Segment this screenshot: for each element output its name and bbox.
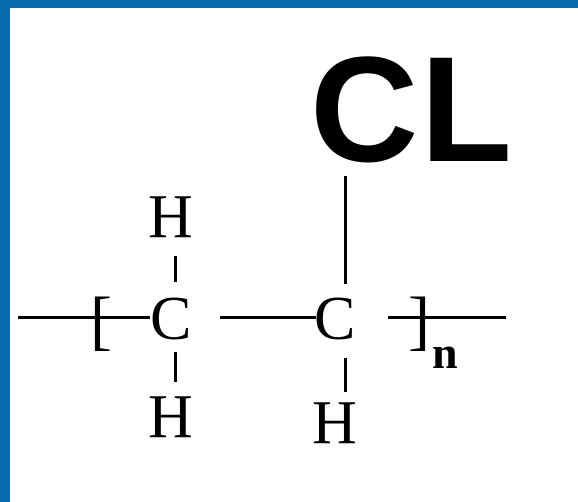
repeat-subscript-n: n xyxy=(432,327,458,378)
atom-h-c1-bottom: H xyxy=(148,383,193,451)
atom-h-c1-top: H xyxy=(148,183,193,251)
bond-c2-cl xyxy=(344,176,347,284)
diagram-canvas: CL H [ C C ] n H H xyxy=(10,8,578,502)
atom-h-c2-bottom: H xyxy=(312,389,357,457)
atom-c2: C xyxy=(314,285,356,353)
bond-chain-right xyxy=(388,316,506,319)
bond-chain-left xyxy=(18,316,150,319)
bracket-close: ] xyxy=(408,284,430,357)
bond-c1-c2 xyxy=(220,316,316,319)
bond-c1-h-top xyxy=(174,256,177,282)
bracket-open: [ xyxy=(90,284,112,357)
bond-c1-h-bottom xyxy=(174,352,177,382)
bond-c2-h-bottom xyxy=(344,358,347,392)
chlorine-label: CL xyxy=(310,25,514,193)
atom-c1: C xyxy=(150,285,192,353)
